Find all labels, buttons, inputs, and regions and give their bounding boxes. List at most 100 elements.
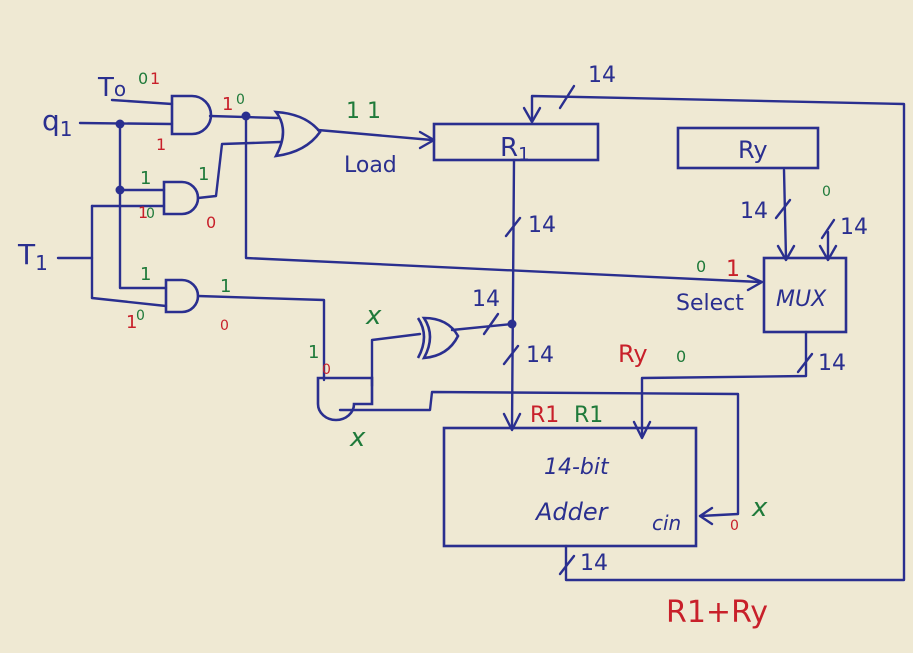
junctions [115, 111, 517, 329]
annot-green: 0 [676, 347, 686, 366]
r1-tap-wire [450, 322, 514, 332]
annot-red: 1 [126, 312, 137, 333]
annot-green: 0 [696, 257, 706, 276]
result-label: R1+Ry [666, 595, 768, 630]
junction-dot [115, 185, 125, 195]
annot-green: 1 [198, 164, 209, 185]
t1-to-and3-wire [90, 296, 168, 308]
annot-red: 1 [150, 69, 160, 88]
bus-width-label: 14 [588, 63, 616, 88]
mux-input2-arrow [818, 244, 838, 262]
load-wire [316, 128, 434, 142]
bus-width-label: 14 [472, 287, 500, 312]
and-gate-1 [170, 94, 213, 136]
bus-width-label: 14 [818, 351, 846, 376]
bus-slash [774, 198, 792, 220]
annot-green: 1 [140, 264, 151, 285]
t0-input-label: To [97, 73, 126, 103]
junction-dot [507, 319, 517, 329]
adder-out-wire [530, 94, 906, 582]
annot-red: 0 [206, 213, 216, 232]
annot-red: 0 [220, 318, 229, 334]
bus-width-label: 14 [526, 343, 554, 368]
bus-slash [558, 554, 576, 576]
x-label: x [365, 301, 382, 331]
adder-block [442, 426, 698, 548]
cin-label: cin [652, 511, 681, 535]
r1-out-wire [510, 158, 516, 430]
select-arrow [746, 274, 764, 292]
annot-red: 1 [222, 94, 233, 115]
bus-slash [820, 218, 836, 240]
annot-green: 0 [136, 308, 145, 324]
cin-arrow [698, 506, 714, 526]
annot-red: 1 [156, 135, 166, 154]
or-gate-1 [273, 110, 322, 158]
annot-green: 0 [146, 206, 155, 222]
mux-label: MUX [776, 287, 827, 312]
r1-red-label: R1 [530, 403, 559, 428]
select-label: Select [676, 291, 744, 316]
x-label: x [349, 423, 366, 453]
and-gate-4 [316, 376, 374, 422]
q1-branch-wire [118, 122, 168, 290]
annot-red: 1 [726, 257, 740, 282]
green-annotations: 0 0 1 0 1 1 0 1 1 1 1 0 0 0 x x x R1 [136, 69, 831, 523]
xor-out-wire [370, 332, 422, 388]
annot-red: 1 [138, 203, 148, 222]
bus-width-label: 14 [840, 215, 868, 240]
gates [162, 94, 460, 422]
mux-block [762, 256, 848, 334]
adder-title-line2: Adder [534, 498, 610, 526]
junction-dot [115, 119, 125, 129]
annot-red: 0 [322, 362, 331, 378]
annot-green: 1 [140, 168, 151, 189]
bus-slash [558, 84, 576, 110]
annot-green: 1 1 [346, 99, 381, 124]
and3-out-wire [196, 294, 326, 382]
annot-green: 0 [138, 69, 148, 88]
feedback-arrow [522, 106, 542, 124]
adder-title-line1: 14-bit [544, 455, 610, 480]
and-gate-3 [164, 278, 200, 314]
ry-register-label: Ry [738, 136, 768, 164]
ry-red-label: Ry [618, 340, 648, 368]
t1-input-label: T1 [17, 238, 48, 275]
xor-gate [421, 316, 460, 360]
and4-out-wire [338, 390, 740, 518]
mux-out-wire [640, 330, 808, 438]
red-annotations: 1 1 1 1 0 1 0 0 1 0 Ry R1 R1+Ry [126, 69, 768, 630]
ry-arrow [776, 244, 796, 262]
r1-green-label: R1 [574, 403, 603, 428]
bus-slash [502, 344, 520, 366]
annot-red: 0 [730, 518, 739, 534]
bus-slash [482, 312, 500, 336]
x-label: x [751, 493, 768, 523]
r1-register-label: R1 [500, 133, 530, 165]
bus-slash [504, 216, 522, 238]
annot-green: 1 [308, 342, 319, 363]
and2-out-wire [196, 140, 282, 200]
bus-width-label: 14 [740, 199, 768, 224]
annot-green: 1 [220, 276, 231, 297]
bus-width-label: 14 [580, 551, 608, 576]
labels: To q1 T1 R1 Ry MUX Load Select 14-bit Ad… [17, 63, 868, 576]
and1-down-wire [244, 114, 762, 284]
bus-slash [796, 352, 814, 374]
and-gate-2 [162, 180, 200, 216]
annot-green: 0 [236, 92, 245, 108]
register-ry [676, 126, 820, 170]
xor-gate-extra-arc [416, 317, 426, 359]
blocks [432, 122, 848, 548]
register-r1 [432, 122, 600, 162]
junction-dot [241, 111, 251, 121]
q1-wire [78, 121, 174, 126]
bus-width-label: 14 [528, 213, 556, 238]
annot-green: 0 [822, 184, 831, 200]
q1-input-label: q1 [42, 104, 73, 141]
r1-out-arrow [502, 412, 522, 432]
t0-wire [110, 98, 174, 106]
ry-out-wire [782, 168, 788, 260]
